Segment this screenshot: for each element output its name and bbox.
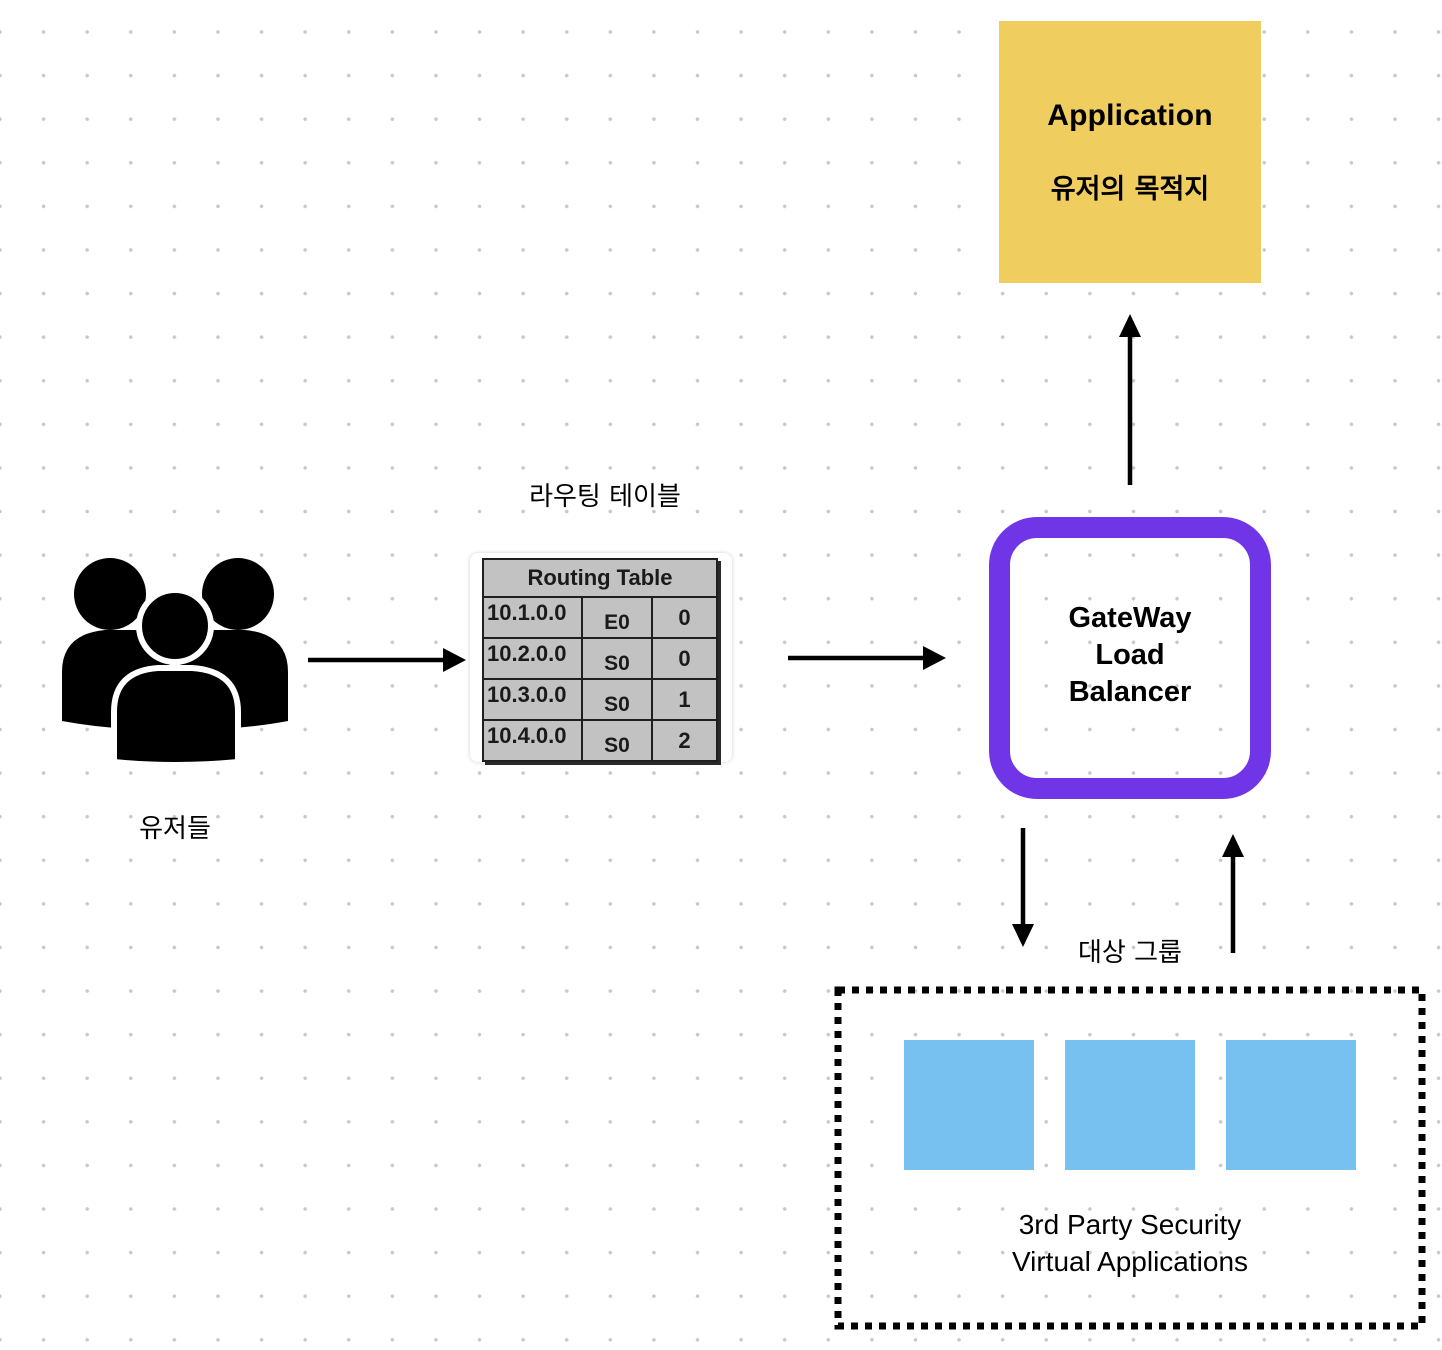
- user-center-icon: [111, 587, 241, 766]
- interface-cell: S0: [581, 719, 653, 762]
- gateway-load-balancer-node[interactable]: GateWay Load Balancer: [989, 517, 1271, 799]
- application-subtitle: 유저의 목적지: [1050, 174, 1210, 205]
- routing-table: Routing Table 10.1.0.0 E0 0 10.2.0.0 S0 …: [482, 558, 718, 762]
- arrow-users-to-routing-table[interactable]: [300, 640, 480, 680]
- application-node[interactable]: Application 유저의 목적지: [999, 21, 1261, 283]
- arrow-glb-to-application[interactable]: [1110, 305, 1150, 490]
- routing-table-caption: 라우팅 테이블: [529, 482, 681, 512]
- metric-cell: 2: [651, 719, 718, 762]
- network-cell: 10.1.0.0: [482, 596, 583, 639]
- routing-table-row: 10.1.0.0 E0 0: [482, 596, 718, 639]
- routing-table-title: Routing Table: [482, 558, 718, 598]
- routing-table-row: 10.4.0.0 S0 2: [482, 719, 718, 762]
- network-cell: 10.4.0.0: [482, 719, 583, 762]
- security-appliance[interactable]: [1226, 1040, 1356, 1170]
- network-cell: 10.2.0.0: [482, 637, 583, 680]
- target-group-description: 3rd Party Security Virtual Applications: [1011, 1209, 1249, 1277]
- routing-table-row: 10.2.0.0 S0 0: [482, 637, 718, 680]
- arrow-target-group-to-glb[interactable]: [1213, 825, 1253, 955]
- metric-cell: 1: [651, 678, 718, 721]
- arrow-glb-to-target-group[interactable]: [1003, 822, 1043, 957]
- interface-cell: S0: [581, 637, 653, 680]
- arrow-routing-table-to-glb[interactable]: [780, 638, 960, 678]
- security-appliance[interactable]: [904, 1040, 1034, 1170]
- network-cell: 10.3.0.0: [482, 678, 583, 721]
- routing-table-row: 10.3.0.0 S0 1: [482, 678, 718, 721]
- metric-cell: 0: [651, 637, 718, 680]
- gateway-load-balancer-label: GateWay Load Balancer: [1068, 602, 1192, 708]
- target-group-label: 대상 그룹: [1078, 938, 1182, 968]
- routing-table-node[interactable]: Routing Table 10.1.0.0 E0 0 10.2.0.0 S0 …: [470, 553, 732, 762]
- interface-cell: E0: [581, 596, 653, 639]
- security-appliance[interactable]: [1065, 1040, 1195, 1170]
- metric-cell: 0: [651, 596, 718, 639]
- users-group-icon[interactable]: [50, 554, 300, 766]
- application-title: Application: [1047, 99, 1213, 132]
- users-label: 유저들: [139, 814, 211, 844]
- target-group-container[interactable]: [834, 986, 1426, 1330]
- interface-cell: S0: [581, 678, 653, 721]
